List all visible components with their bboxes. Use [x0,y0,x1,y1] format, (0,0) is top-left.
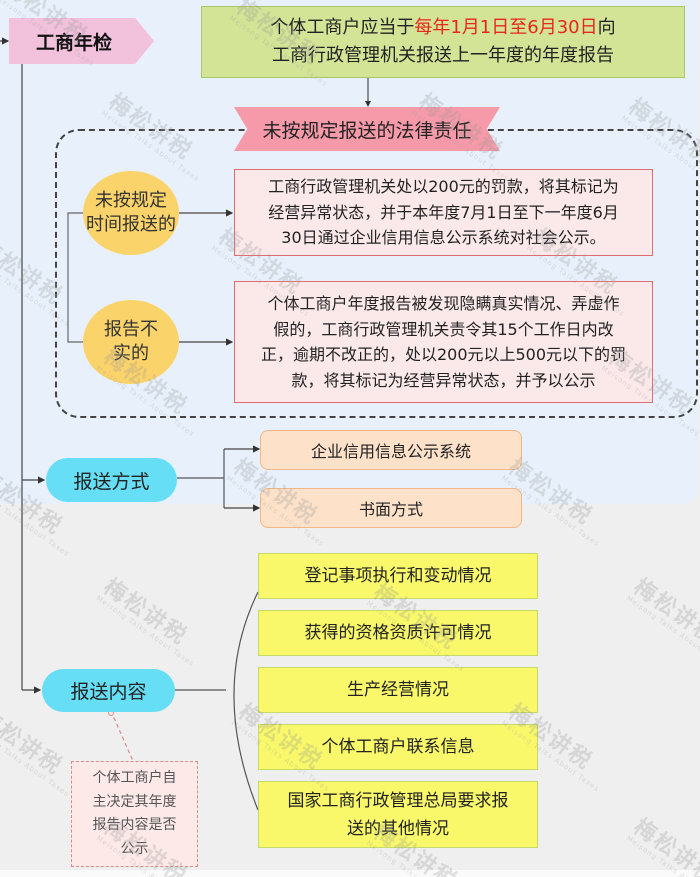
submit-content-label: 报送内容 [70,681,147,703]
content-item-contact-info[interactable]: 个体工商户联系信息 [258,724,538,770]
condition-text: 时间报送的 [86,214,176,235]
content-item-label: 生产经营情况 [347,680,449,700]
consequence-false-report[interactable]: 个体工商户年度报告被发现隐瞒真实情况、弄虚作 假的，工商行政管理机关责令其15个… [234,281,653,403]
method-option-written[interactable]: 书面方式 [260,488,522,528]
content-item-label: 登记事项执行和变动情况 [304,566,492,586]
consequence-text: 30日通过企业信用信息公示系统对社会公示。 [281,228,606,248]
deadline-date-highlight: 每年1月1日至6月30日 [414,17,598,38]
content-item-registration[interactable]: 登记事项执行和变动情况 [258,553,538,599]
consequence-text: 假的，工商行政管理机关责令其15个工作日内改 [273,319,614,339]
content-disclosure-note[interactable]: 个体工商户自 主决定其年度 报告内容是否 公示 [71,761,198,867]
liability-title-ribbon[interactable]: 未按规定报送的法律责任 [234,107,500,151]
note-text: 主决定其年度 [92,793,177,810]
note-text: 个体工商户自 [92,770,177,786]
consequence-text: 个体工商户年度报告被发现隐瞒真实情况、弄虚作 [267,294,620,313]
submit-content-node[interactable]: 报送内容 [42,669,175,712]
condition-late-submission[interactable]: 未按规定 时间报送的 [83,171,179,255]
condition-text: 实的 [113,343,149,364]
consequence-late-submission[interactable]: 工商行政管理机关处以200元的罚款，将其标记为 经营异常状态，并于本年度7月1日… [234,169,653,256]
root-node-annual-inspection[interactable]: 工商年检 [9,18,154,64]
deadline-line2: 工商行政管理机关报送上一年度的年度报告 [272,45,614,66]
root-label: 工商年检 [36,31,113,54]
liability-title: 未按规定报送的法律责任 [262,119,472,142]
condition-text: 报告不 [104,319,158,340]
submit-method-node[interactable]: 报送方式 [46,458,177,502]
note-text: 报告内容是否 [92,817,177,833]
method-option-online-system[interactable]: 企业信用信息公示系统 [260,430,522,470]
note-text: 公示 [120,840,149,857]
submit-method-label: 报送方式 [73,470,150,493]
condition-text: 未按规定 [95,190,167,211]
content-item-label: 国家工商行政管理总局要求报 [287,790,509,811]
content-item-operations[interactable]: 生产经营情况 [258,667,538,713]
consequence-text: 款，将其标记为经营异常状态，并予以公示 [291,370,596,390]
content-item-other[interactable]: 国家工商行政管理总局要求报 送的其他情况 [258,781,538,848]
content-item-label: 获得的资格资质许可情况 [304,623,492,643]
consequence-text: 经营异常状态，并于本年度7月1日至下一年度6月 [268,202,619,222]
bottom-strip [0,870,700,877]
consequence-text: 正，逾期不改正的，处以200元以上500元以下的罚 [260,345,627,364]
deadline-node[interactable]: 个体工商户应当于每年1月1日至6月30日向 工商行政管理机关报送上一年度的年度报… [201,6,685,78]
content-item-label: 送的其他情况 [347,818,449,839]
method-option-label: 书面方式 [358,500,423,519]
content-item-label: 个体工商户联系信息 [321,737,475,757]
condition-false-report[interactable]: 报告不 实的 [83,300,179,384]
deadline-line1: 个体工商户应当于每年1月1日至6月30日向 [270,17,616,38]
method-option-label: 企业信用信息公示系统 [310,442,471,461]
content-item-qualification[interactable]: 获得的资格资质许可情况 [258,610,538,656]
consequence-text: 工商行政管理机关处以200元的罚款，将其标记为 [268,177,619,197]
